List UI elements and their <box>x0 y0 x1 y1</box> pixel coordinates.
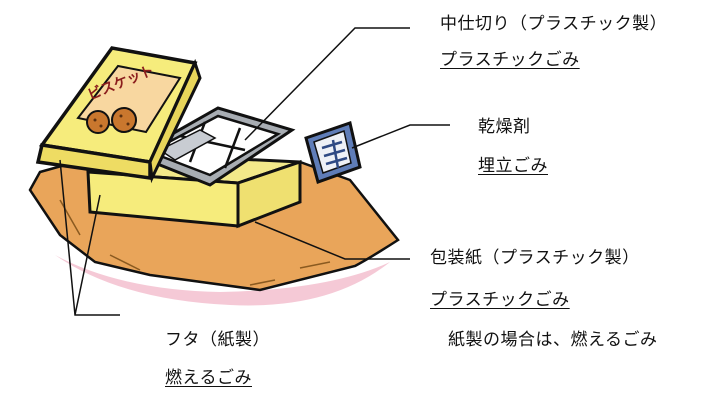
insert-category-label: プラスチックごみ <box>440 50 580 70</box>
lid-name-label: フタ（紙製） <box>165 330 270 350</box>
desiccant-packet <box>304 121 362 184</box>
lid-category-label: 燃えるごみ <box>165 368 252 388</box>
insert-name-label: 中仕切り（プラスチック製） <box>440 14 668 34</box>
box-lid: ビスケット <box>35 46 202 184</box>
desiccant-category-label: 埋立ごみ <box>478 156 548 176</box>
desiccant-name-label: 乾燥剤 <box>478 117 531 137</box>
wrapping-name-label: 包装紙（プラスチック製） <box>430 248 640 268</box>
box-base-side <box>236 159 302 229</box>
wrapping-category-label: プラスチックごみ <box>430 290 570 310</box>
wrapping-note-label: 紙製の場合は、燃えるごみ <box>448 330 658 350</box>
pink-shadow <box>55 255 390 306</box>
biscuit-icon <box>86 107 137 134</box>
leader-lines <box>59 27 450 316</box>
